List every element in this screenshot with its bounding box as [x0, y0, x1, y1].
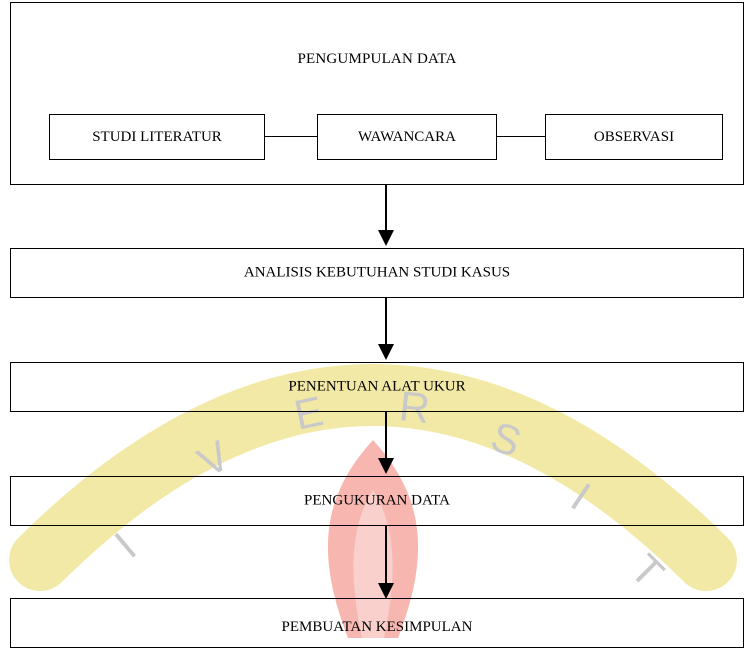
stage-box-analysis: ANALISIS KEBUTUHAN STUDI KASUS — [10, 248, 744, 298]
stage-label: PENENTUAN ALAT UKUR — [288, 378, 466, 395]
method-connector — [497, 136, 545, 137]
watermark-flame-inner — [353, 490, 393, 638]
stage-label: ANALISIS KEBUTUHAN STUDI KASUS — [243, 264, 511, 281]
flow-arrow-shaft — [385, 298, 387, 346]
method-label: OBSERVASI — [593, 128, 675, 145]
flow-arrow-shaft — [385, 526, 387, 585]
stage-box-conclusion: PEMBUATAN KESIMPULAN — [10, 598, 744, 648]
method-box-literature: STUDI LITERATUR — [49, 114, 265, 160]
flow-arrowhead — [378, 583, 394, 599]
flow-arrowhead — [378, 344, 394, 360]
method-connector — [265, 136, 317, 137]
watermark-letter: R — [397, 382, 432, 432]
flow-arrow-shaft — [385, 412, 387, 460]
stage-label: PEMBUATAN KESIMPULAN — [281, 619, 473, 635]
method-box-interview: WAWANCARA — [317, 114, 497, 160]
stage-box-data-measurement: PENGUKURAN DATA — [10, 476, 744, 526]
flow-arrowhead — [378, 458, 394, 474]
method-label: WAWANCARA — [358, 128, 456, 145]
data-collection-title: PENGUMPULAN DATA — [297, 51, 457, 67]
method-label: STUDI LITERATUR — [92, 128, 222, 145]
flow-arrowhead — [378, 230, 394, 246]
data-collection-group: PENGUMPULAN DATA STUDI LITERATUR WAWANCA… — [10, 2, 744, 185]
method-box-observation: OBSERVASI — [545, 114, 723, 160]
flow-arrow-shaft — [385, 185, 387, 232]
watermark-ring — [9, 364, 737, 591]
stage-box-measurement-tool: PENENTUAN ALAT UKUR — [10, 362, 744, 412]
stage-label: PENGUKURAN DATA — [304, 492, 450, 509]
